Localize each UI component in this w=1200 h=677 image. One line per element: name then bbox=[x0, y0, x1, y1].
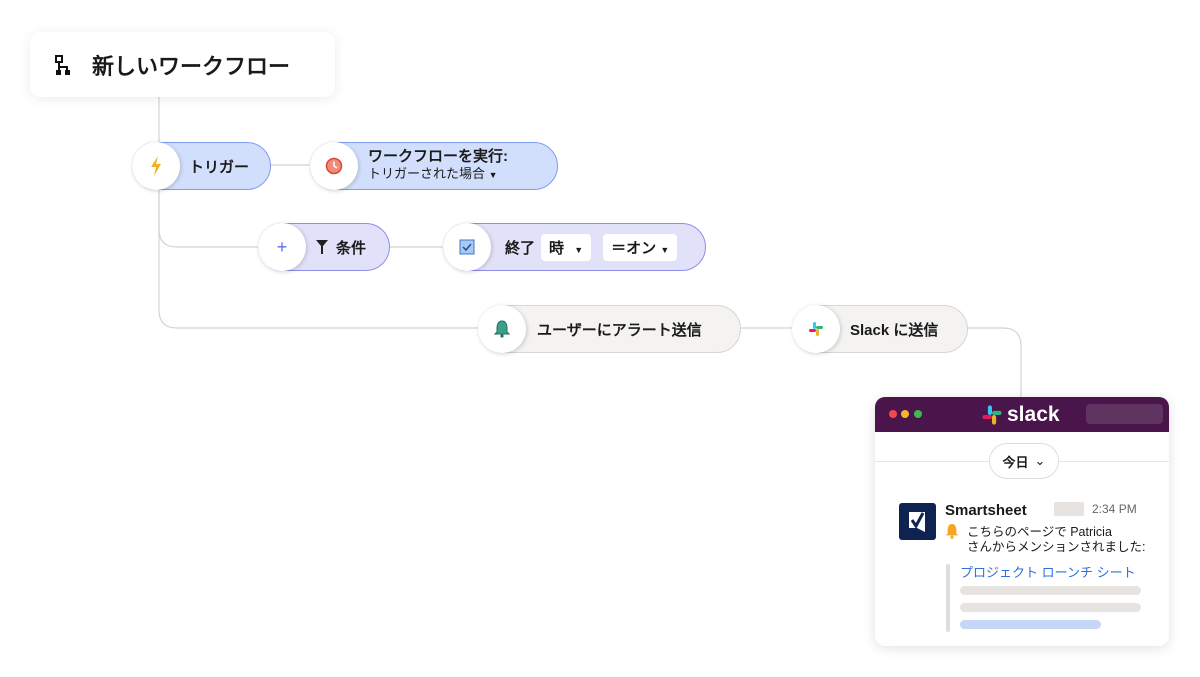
slack-preview-window: slack 今日⌄ Smartsheet 2:34 PM こちらのページで Pa… bbox=[875, 397, 1169, 646]
clock-icon bbox=[310, 142, 358, 190]
maximize-dot bbox=[914, 410, 922, 418]
sender-name: Smartsheet bbox=[945, 502, 1027, 519]
condition-label: 条件 bbox=[336, 239, 367, 257]
trigger-label: トリガー bbox=[189, 158, 250, 176]
run-label: ワークフローを実行: bbox=[368, 148, 508, 165]
filter-icon bbox=[316, 240, 328, 254]
close-dot bbox=[889, 410, 897, 418]
slack-logo: slack bbox=[981, 403, 1060, 427]
workflow-title-card: 新しいワークフロー bbox=[30, 32, 335, 97]
value-dropdown[interactable]: ＝オン ▼ bbox=[603, 233, 678, 261]
slack-icon bbox=[792, 305, 840, 353]
workflow-icon bbox=[55, 54, 70, 75]
page-title: 新しいワークフロー bbox=[92, 53, 291, 79]
condition-node[interactable]: + 条件 bbox=[258, 223, 390, 271]
trigger-node[interactable]: トリガー bbox=[132, 142, 271, 190]
run-when-node[interactable]: ワークフローを実行: トリガーされた場合 ▼ bbox=[310, 142, 558, 190]
end-condition-node[interactable]: 終了 時 ▼ ＝オン ▼ bbox=[443, 223, 706, 271]
smartsheet-avatar bbox=[899, 503, 936, 540]
slack-header: slack bbox=[875, 397, 1169, 432]
alert-node[interactable]: ユーザーにアラート送信 bbox=[478, 305, 741, 353]
end-label: 終了 bbox=[505, 239, 536, 257]
slack-search-box[interactable] bbox=[1086, 404, 1163, 424]
run-dropdown[interactable]: トリガーされた場合 ▼ bbox=[368, 166, 498, 181]
time-dropdown[interactable]: 時 ▼ bbox=[541, 233, 592, 261]
date-divider-button[interactable]: 今日⌄ bbox=[989, 443, 1059, 479]
alert-label: ユーザーにアラート送信 bbox=[537, 321, 702, 339]
send-slack-node[interactable]: Slack に送信 bbox=[792, 305, 968, 353]
bell-icon bbox=[945, 524, 959, 539]
lightning-icon bbox=[132, 142, 180, 190]
checkbox-icon bbox=[443, 223, 491, 271]
add-icon[interactable]: + bbox=[258, 223, 306, 271]
slack-action-label: Slack に送信 bbox=[850, 321, 939, 339]
message-time: 2:34 PM bbox=[1092, 502, 1137, 516]
sheet-link[interactable]: プロジェクト ローンチ シート bbox=[960, 565, 1136, 580]
bell-icon bbox=[478, 305, 526, 353]
minimize-dot bbox=[901, 410, 909, 418]
chevron-down-icon: ⌄ bbox=[1034, 453, 1046, 468]
